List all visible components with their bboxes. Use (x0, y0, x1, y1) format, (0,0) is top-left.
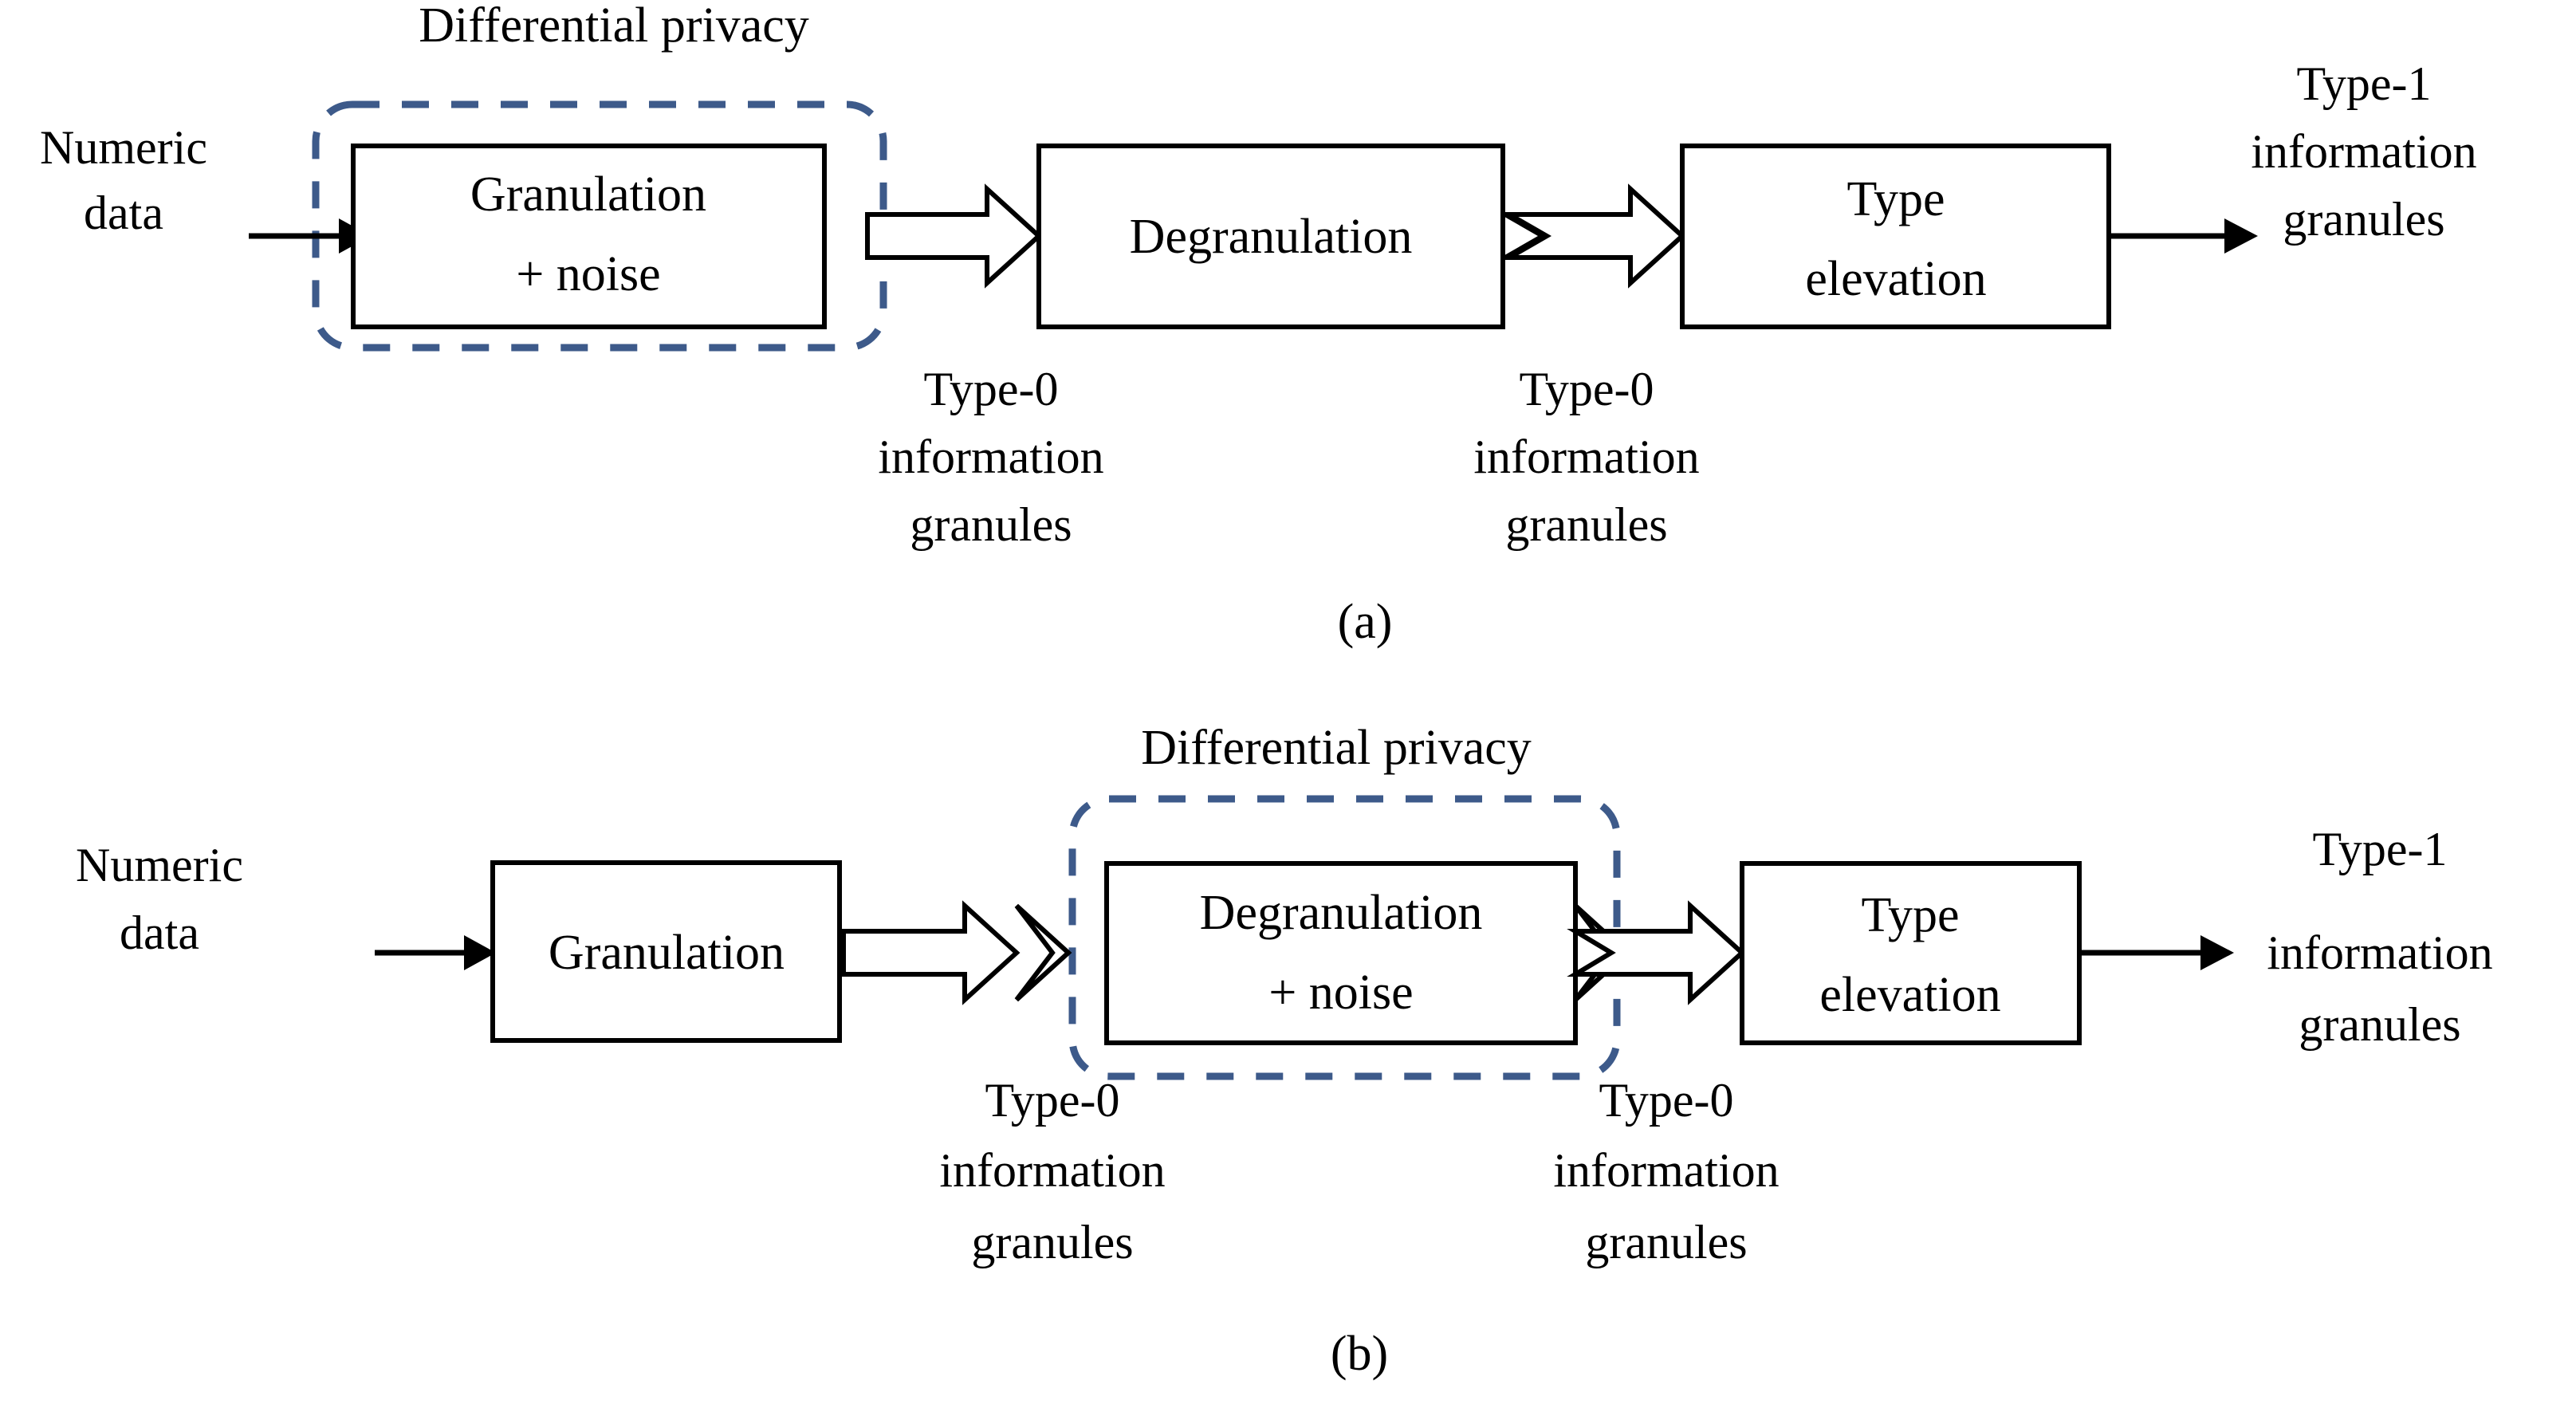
type0-right-label-a-line2: information (1473, 431, 1699, 483)
box-type-elevation-b-line2: elevation (1819, 968, 2000, 1022)
block-arrow-b-2 (1567, 900, 1746, 1005)
type0-right-label-a-line3: granules (1505, 498, 1667, 551)
box-granulation-noise-a-line2: + noise (516, 247, 660, 301)
numeric-data-label-b-line1: Numeric (76, 839, 243, 891)
panel-b: Differential privacy Numeric data Granul… (76, 721, 2493, 1381)
panel-a: Differential privacy Numeric data Granul… (40, 0, 2477, 649)
type0-left-label-b-line2: information (939, 1144, 1165, 1197)
type0-right-label-b-line3: granules (1585, 1216, 1747, 1268)
type1-label-b-line1: Type-1 (2312, 823, 2447, 875)
output-arrow-head-a (2224, 218, 2258, 254)
box-degranulation-noise-b (1104, 861, 1578, 1045)
output-arrow-head-b (2200, 935, 2234, 970)
box-granulation-noise-a (351, 144, 827, 329)
type1-label-b-line2: information (2267, 926, 2492, 979)
block-arrow-a-2 (1500, 183, 1686, 289)
type0-left-label-b-line3: granules (971, 1216, 1133, 1268)
type1-label-a-line1: Type-1 (2296, 57, 2431, 110)
block-arrow-b-1 (841, 900, 1021, 1005)
box-type-elevation-a-line2: elevation (1805, 252, 1986, 306)
type1-label-a-line2: information (2251, 125, 2476, 178)
box-type-elevation-b-line1: Type (1861, 888, 1959, 942)
type0-right-label-b-line2: information (1553, 1144, 1779, 1197)
type0-left-label-a-line3: granules (910, 498, 1072, 551)
type1-label-a-line3: granules (2283, 193, 2444, 246)
type0-left-label-a-line1: Type-0 (923, 363, 1058, 415)
numeric-data-label-a-line1: Numeric (40, 121, 207, 174)
box-degranulation-noise-b-line1: Degranulation (1200, 886, 1483, 940)
box-granulation-b (490, 860, 842, 1043)
block-arrow-a-1 (865, 183, 1043, 289)
box-degranulation-a-line1: Degranulation (1130, 210, 1413, 264)
box-degranulation-noise-b-line2: + noise (1268, 966, 1413, 1020)
differential-privacy-label-b: Differential privacy (1141, 721, 1531, 775)
box-granulation-noise-a-line1: Granulation (470, 167, 706, 222)
numeric-data-label-b-line2: data (120, 907, 199, 959)
type0-right-label-a-line1: Type-0 (1519, 363, 1654, 415)
panel-caption-a: (a) (1338, 595, 1393, 649)
type1-label-b-line3: granules (2299, 998, 2460, 1051)
block-arrow-b-1-tip (1014, 903, 1072, 1002)
input-arrow-head-b (464, 935, 496, 970)
box-granulation-b-line1: Granulation (549, 926, 785, 980)
dashed-privacy-region-a (312, 100, 887, 352)
type0-right-label-b-line1: Type-0 (1599, 1074, 1733, 1127)
differential-privacy-label-a: Differential privacy (419, 0, 808, 53)
panel-caption-b: (b) (1331, 1327, 1388, 1381)
box-type-elevation-a-line1: Type (1846, 172, 1945, 226)
numeric-data-label-a-line2: data (84, 187, 163, 239)
box-type-elevation-a (1680, 144, 2111, 329)
type0-left-label-b-line1: Type-0 (985, 1074, 1119, 1127)
type0-left-label-a-line2: information (878, 431, 1103, 483)
box-type-elevation-b (1740, 861, 2082, 1045)
